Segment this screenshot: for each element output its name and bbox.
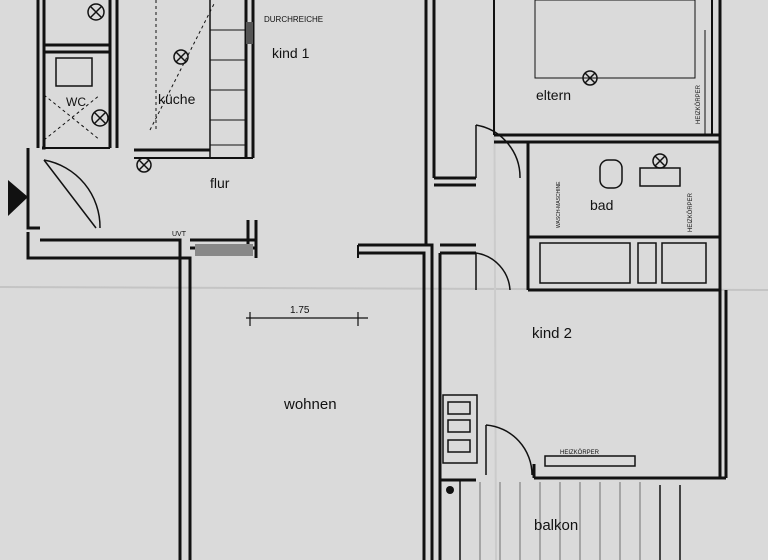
entrance-arrow-icon	[8, 180, 28, 216]
annotation-waschmaschine: WASCH-MASCHINE	[556, 181, 562, 228]
kitchen-switch-lines	[43, 0, 216, 141]
room-label-wc: WC	[66, 95, 86, 109]
room-label-kind2: kind 2	[532, 325, 572, 342]
doors	[43, 124, 533, 476]
room-label-kueche: küche	[158, 91, 196, 107]
kitchen-cabinets	[210, 29, 246, 146]
room-label-balkon: balkon	[534, 517, 578, 534]
balkon-floor-lines	[479, 482, 641, 560]
annotation-uvt: UVT	[172, 231, 187, 238]
fixtures	[55, 3, 707, 560]
annotation-dimension: 1.75	[290, 305, 310, 316]
room-label-bad: bad	[590, 197, 613, 213]
balkon-drain	[446, 486, 454, 494]
dimension-line	[246, 312, 368, 326]
annotation-heizkoerper-bad: HEIZKÖRPER	[687, 192, 694, 232]
annotation-heizkoerper-eltern: HEIZKÖRPER	[695, 84, 702, 124]
room-label-eltern: eltern	[536, 87, 571, 103]
room-label-flur: flur	[210, 175, 230, 191]
room-label-kind1: kind 1	[272, 45, 310, 61]
eltern-bed-outline	[534, 0, 696, 79]
annotation-durchreiche: DURCHREICHE	[264, 15, 323, 24]
walls	[26, 0, 728, 560]
room-label-wohnen: wohnen	[283, 396, 337, 413]
annotation-heizkoerper-balkon: HEIZKÖRPER	[560, 449, 600, 456]
